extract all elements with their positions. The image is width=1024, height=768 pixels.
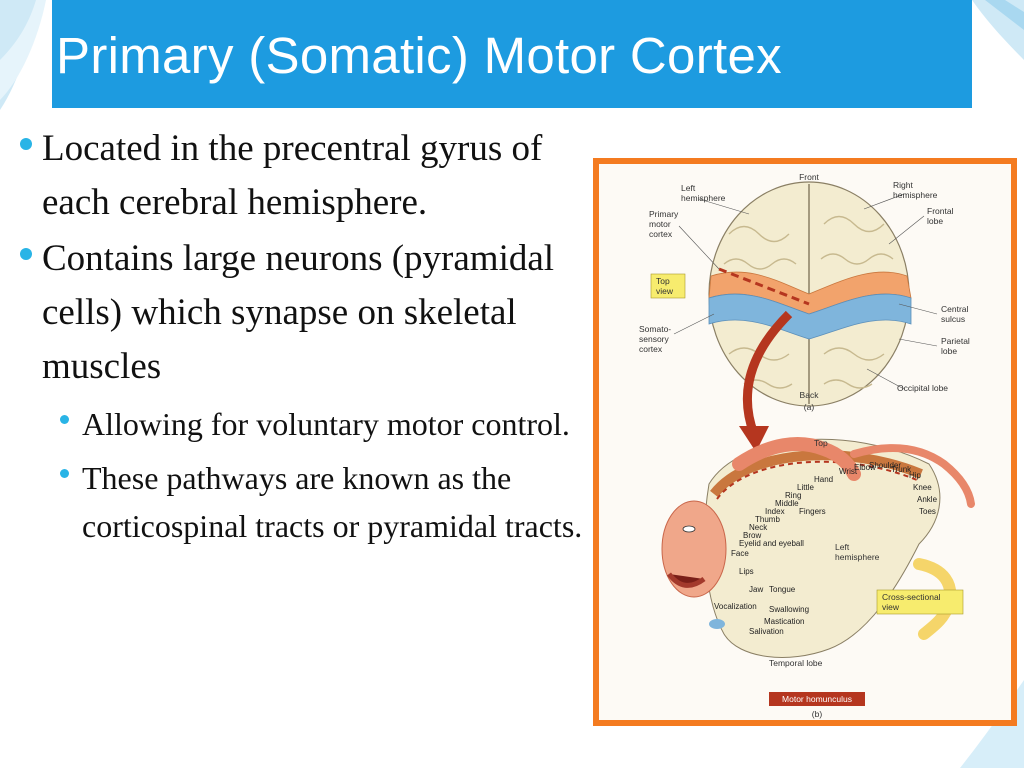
homunculus-mouth bbox=[667, 572, 706, 588]
bullet-item: Located in the precentral gyrus of each … bbox=[18, 122, 598, 230]
label-tongue: Tongue bbox=[769, 585, 796, 594]
label-somatosensory-2: sensory bbox=[639, 334, 670, 344]
brain-motor-cortex-figure: Front Left hemisphere Right hemisphere P… bbox=[639, 172, 975, 719]
transition-arrow bbox=[743, 310, 793, 436]
motor-strip bbox=[710, 450, 923, 498]
label-ankle: Ankle bbox=[917, 495, 938, 504]
label-parietal-lobe-2: lobe bbox=[941, 346, 957, 356]
bullet-text: Contains large neurons (pyramidal cells)… bbox=[42, 238, 555, 387]
label-occipital-lobe: Occipital lobe bbox=[897, 383, 948, 393]
label-left-hemisphere-b-1: Left bbox=[835, 542, 850, 552]
label-left-hemisphere-1: Left bbox=[681, 183, 696, 193]
motor-homunculus-bar bbox=[769, 692, 865, 706]
brain-top-view: Front Left hemisphere Right hemisphere P… bbox=[639, 172, 970, 412]
label-somatosensory-3: cortex bbox=[639, 344, 663, 354]
sub-bullet-item: Allowing for voluntary motor control. bbox=[58, 400, 598, 448]
label-top-view-2: view bbox=[656, 286, 674, 296]
bullet-list: Located in the precentral gyrus of each … bbox=[18, 122, 598, 550]
sub-bullet-text: Allowing for voluntary motor control. bbox=[82, 406, 570, 442]
label-central-sulcus-2: sulcus bbox=[941, 314, 965, 324]
bullet-dot-icon bbox=[20, 248, 32, 260]
label-face: Face bbox=[731, 549, 749, 558]
label-elbow: Elbow bbox=[854, 463, 876, 472]
top-view-box bbox=[650, 273, 686, 299]
label-cross-sectional-2: view bbox=[882, 602, 900, 612]
motor-cortex-dashed-line bbox=[718, 267, 810, 306]
label-central-sulcus-1: Central bbox=[941, 304, 969, 314]
label-eyelid-eyeball: Eyelid and eyeball bbox=[739, 539, 804, 548]
label-fingers: Fingers bbox=[799, 507, 826, 516]
label-primary-motor-1: Primary bbox=[649, 209, 679, 219]
title-bar bbox=[52, 0, 972, 108]
label-little: Little bbox=[797, 483, 814, 492]
label-vocalization: Vocalization bbox=[714, 602, 757, 611]
label-frontal-lobe-2: lobe bbox=[927, 216, 943, 226]
homunculus-tongue bbox=[709, 619, 725, 629]
label-panel-a: (a) bbox=[804, 402, 815, 412]
label-frontal-lobe-1: Frontal bbox=[927, 206, 954, 216]
label-top: Top bbox=[814, 438, 828, 448]
label-brow: Brow bbox=[743, 531, 761, 540]
label-back: Back bbox=[800, 390, 820, 400]
label-knee: Knee bbox=[913, 483, 932, 492]
label-panel-b: (b) bbox=[812, 709, 823, 719]
bullet-dot-icon bbox=[20, 138, 32, 150]
label-salivation: Salivation bbox=[749, 627, 784, 636]
sub-bullet-text: These pathways are known as the corticos… bbox=[82, 460, 583, 544]
arrow-head-icon bbox=[739, 426, 769, 452]
label-right-hemisphere-1: Right bbox=[893, 180, 913, 190]
homunculus-face bbox=[661, 500, 727, 598]
sub-bullet-item: These pathways are known as the corticos… bbox=[58, 454, 598, 550]
label-jaw: Jaw bbox=[749, 585, 763, 594]
bullet-text: Located in the precentral gyrus of each … bbox=[42, 128, 543, 223]
label-swallowing: Swallowing bbox=[769, 605, 809, 614]
label-lips: Lips bbox=[739, 567, 754, 576]
motor-homunculus-cross-section: Toes Ankle Knee Hip Trunk Shoulder Elbow… bbox=[661, 437, 975, 719]
homunculus-leg bbox=[850, 444, 975, 508]
label-temporal-lobe: Temporal lobe bbox=[769, 658, 823, 668]
label-ring: Ring bbox=[785, 491, 801, 500]
cross-sectional-view-box bbox=[876, 589, 964, 615]
label-shoulder: Shoulder bbox=[869, 461, 901, 470]
label-right-hemisphere-2: hemisphere bbox=[893, 190, 938, 200]
label-thumb: Thumb bbox=[755, 515, 780, 524]
label-top-view-1: Top bbox=[656, 276, 670, 286]
label-primary-motor-2: motor bbox=[649, 219, 671, 229]
label-trunk: Trunk bbox=[891, 465, 912, 474]
label-cross-sectional-1: Cross-sectional bbox=[882, 592, 941, 602]
label-mastication: Mastication bbox=[764, 617, 804, 626]
label-left-hemisphere-b-2: hemisphere bbox=[835, 552, 880, 562]
sub-bullet-dot-icon bbox=[60, 415, 69, 424]
label-front: Front bbox=[799, 172, 819, 182]
label-toes: Toes bbox=[919, 507, 936, 516]
homunculus-arm bbox=[732, 437, 861, 481]
label-middle: Middle bbox=[775, 499, 799, 508]
slide-title: Primary (Somatic) Motor Cortex bbox=[56, 27, 782, 84]
label-index: Index bbox=[765, 507, 785, 516]
label-motor-homunculus: Motor homunculus bbox=[782, 694, 852, 704]
bullet-item: Contains large neurons (pyramidal cells)… bbox=[18, 232, 598, 394]
label-primary-motor-3: cortex bbox=[649, 229, 673, 239]
label-left-hemisphere-2: hemisphere bbox=[681, 193, 726, 203]
sub-bullet-dot-icon bbox=[60, 469, 69, 478]
label-wrist: Wrist bbox=[839, 467, 858, 476]
label-somatosensory-1: Somato- bbox=[639, 324, 671, 334]
label-parietal-lobe-1: Parietal bbox=[941, 336, 970, 346]
label-hip: Hip bbox=[909, 471, 922, 480]
label-hand: Hand bbox=[814, 475, 833, 484]
label-neck: Neck bbox=[749, 523, 768, 532]
